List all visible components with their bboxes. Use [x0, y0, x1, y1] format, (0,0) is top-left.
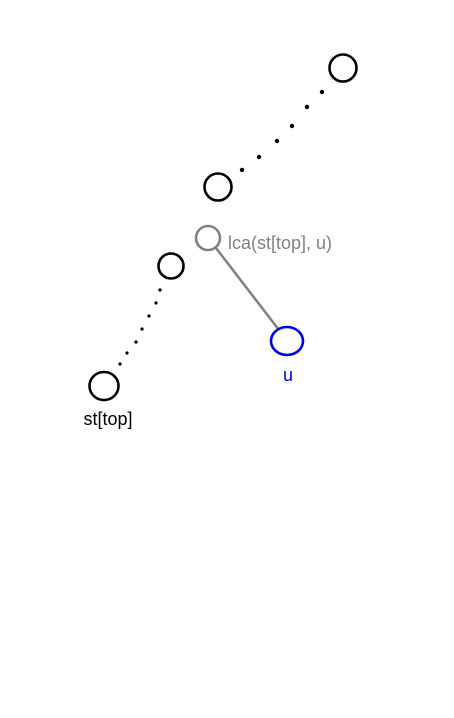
lca-label: lca(st[top], u): [228, 233, 332, 253]
edge-lca-to-u: [215, 247, 280, 331]
dotted-path-lower: [118, 288, 162, 366]
u-node: [269, 325, 305, 357]
u-label: u: [283, 365, 293, 385]
tree-node-top: [328, 53, 358, 83]
tree-node-upper-middle: [203, 172, 233, 202]
lca-node: [194, 224, 222, 252]
dotted-path-upper: [239, 89, 325, 173]
st-top-node: [88, 370, 120, 402]
tree-node-left-middle: [157, 252, 185, 280]
st-top-label: st[top]: [83, 409, 132, 429]
